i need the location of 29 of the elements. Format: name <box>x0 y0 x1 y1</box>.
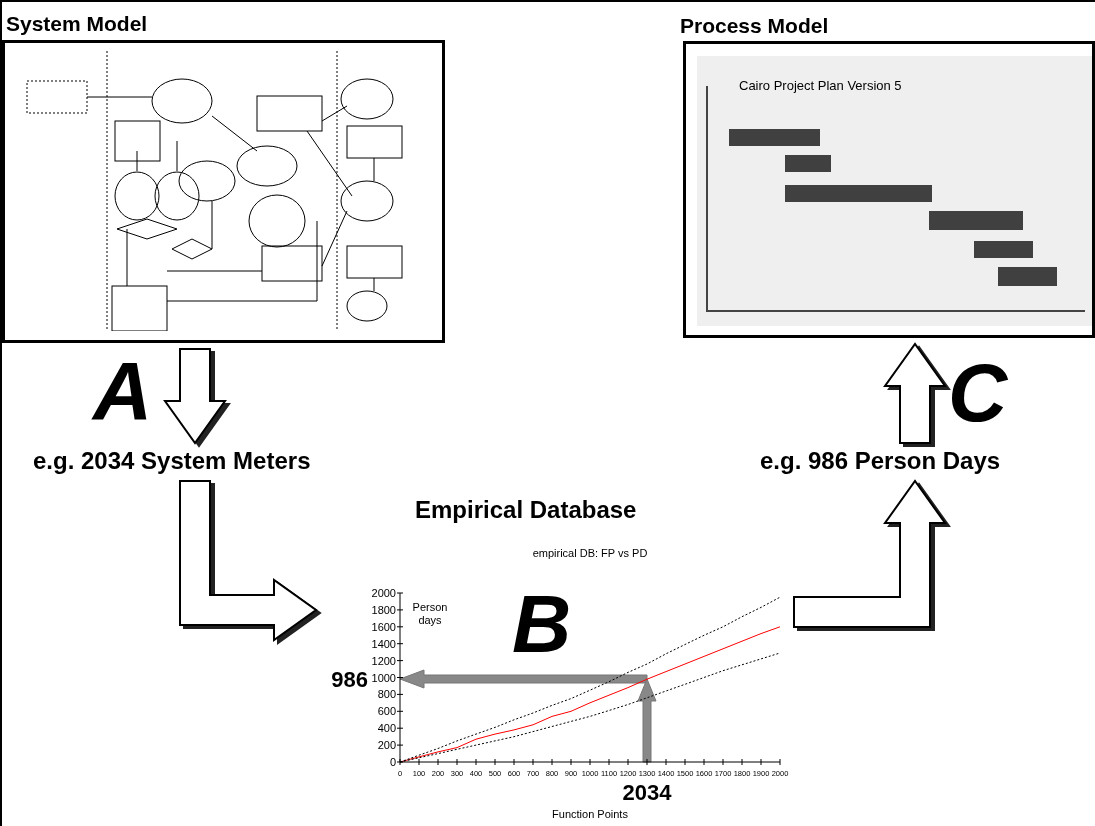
tick-label: 400 <box>377 722 396 735</box>
tick-label: 1000 <box>371 671 396 684</box>
block-arrow <box>883 342 947 444</box>
section-heading: Process Model <box>680 14 829 38</box>
axis-title: Function Points <box>552 808 628 820</box>
tick-label: 1600 <box>371 620 396 633</box>
section-heading: Empirical Database <box>415 496 637 524</box>
tick-label: 600 <box>377 705 396 718</box>
tick-label: 200 <box>377 739 396 752</box>
callout-letter: B <box>512 583 572 665</box>
callout-letter: A <box>93 350 153 432</box>
estimate-text: e.g. 2034 System Meters <box>33 447 311 475</box>
callout-letter: C <box>948 352 1008 434</box>
block-arrow <box>793 479 947 628</box>
axis-title: Person days <box>412 601 448 626</box>
tick-label: 0 <box>389 756 396 768</box>
block-arrow <box>163 348 227 445</box>
estimate-text: e.g. 986 Person Days <box>760 447 1001 475</box>
annotation-value: 986 <box>331 667 368 692</box>
section-heading: System Model <box>6 12 148 36</box>
tick-label: 1400 <box>371 637 396 650</box>
tick-label: 2000 <box>371 587 396 599</box>
chart-title: empirical DB: FP vs PD <box>532 547 648 559</box>
tick-label: 1800 <box>371 603 396 616</box>
tick-label: 1200 <box>371 654 396 667</box>
plan-title: Cairo Project Plan Version 5 <box>739 78 902 93</box>
block-arrow <box>179 480 318 642</box>
tick-label: 800 <box>377 688 396 701</box>
annotation-value: 2034 <box>622 780 672 805</box>
